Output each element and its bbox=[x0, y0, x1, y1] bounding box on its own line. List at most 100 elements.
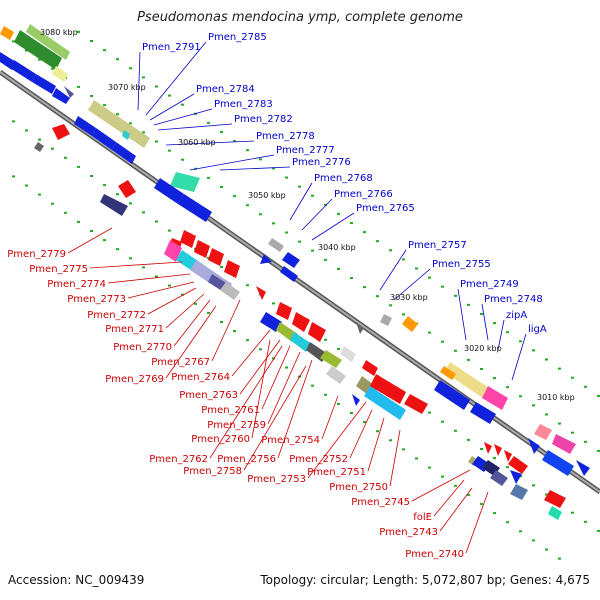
small-feature bbox=[548, 506, 562, 520]
tick-dot bbox=[467, 358, 470, 361]
leader-line bbox=[149, 93, 195, 121]
tick-dot bbox=[25, 49, 28, 52]
leader-line bbox=[165, 305, 217, 379]
small-feature bbox=[356, 322, 364, 334]
forward-gene-label: Pmen_2743 bbox=[379, 527, 438, 538]
tick-dot bbox=[259, 158, 262, 161]
leader-line bbox=[321, 395, 339, 440]
cds-feature-orange bbox=[0, 26, 14, 40]
tick-dot bbox=[493, 377, 496, 380]
tick-dot bbox=[155, 220, 158, 223]
tick-dot bbox=[103, 184, 106, 187]
tick-dot bbox=[272, 222, 275, 225]
tick-dot bbox=[350, 277, 353, 279]
leader-line bbox=[389, 429, 401, 487]
tick-dot bbox=[129, 202, 132, 205]
tick-dot bbox=[233, 330, 236, 333]
tick-dot bbox=[584, 385, 587, 388]
tick-dot bbox=[337, 267, 340, 270]
small-feature bbox=[164, 240, 182, 262]
tick-dot bbox=[207, 121, 210, 124]
tick-dot bbox=[38, 58, 41, 61]
tick-dot bbox=[532, 349, 535, 352]
tick-dot bbox=[597, 529, 600, 532]
small-feature bbox=[534, 424, 552, 440]
tick-dot bbox=[90, 95, 93, 97]
tick-dot bbox=[233, 140, 236, 143]
reverse-gene-label: ligA bbox=[528, 324, 547, 335]
tick-dot bbox=[259, 348, 262, 351]
reverse-gene bbox=[352, 394, 360, 406]
tick-dot bbox=[90, 40, 93, 42]
tick-dot bbox=[545, 548, 548, 551]
reverse-gene bbox=[542, 450, 574, 476]
tick-dot bbox=[168, 94, 171, 97]
tick-dot bbox=[12, 40, 15, 43]
forward-gene-label: Pmen_2752 bbox=[289, 454, 348, 465]
tick-dot bbox=[428, 466, 431, 469]
reverse-gene-label: Pmen_2783 bbox=[214, 99, 273, 110]
tick-dot bbox=[558, 422, 561, 425]
cds-feature-yellow bbox=[52, 66, 68, 82]
tick-dot bbox=[493, 322, 496, 325]
tick-dot bbox=[493, 457, 496, 460]
tick-label: 3050 kbp bbox=[248, 191, 286, 200]
leader-line bbox=[153, 108, 213, 126]
forward-gene-label: Pmen_2758 bbox=[183, 466, 242, 477]
reverse-gene bbox=[92, 128, 116, 150]
tick-dot bbox=[402, 313, 405, 316]
forward-gene-label: Pmen_2769 bbox=[105, 374, 164, 385]
reverse-gene bbox=[528, 438, 540, 454]
tick-dot bbox=[272, 357, 275, 360]
map-title: Pseudomonas mendocina ymp, complete geno… bbox=[137, 10, 463, 25]
forward-gene bbox=[484, 442, 492, 454]
tick-dot bbox=[77, 220, 80, 223]
tick-label: 3070 kbp bbox=[108, 83, 146, 92]
cds-feature-skyblue bbox=[364, 386, 406, 420]
forward-gene bbox=[504, 450, 512, 462]
tick-dot bbox=[597, 394, 600, 397]
tick-dot bbox=[428, 331, 431, 334]
tick-dot bbox=[454, 294, 457, 297]
tick-dot bbox=[103, 239, 106, 242]
tick-dot bbox=[415, 457, 418, 460]
tick-dot bbox=[207, 311, 210, 314]
tick-dot bbox=[376, 430, 379, 433]
tick-dot bbox=[350, 412, 353, 414]
tick-dot bbox=[311, 249, 314, 252]
reverse-gene-label: Pmen_2782 bbox=[234, 114, 293, 125]
tick-dot bbox=[519, 340, 522, 343]
reverse-gene-label: Pmen_2766 bbox=[334, 189, 393, 200]
leader-line bbox=[457, 288, 467, 341]
cds-feature-yellow bbox=[444, 362, 492, 400]
leader-line bbox=[433, 479, 465, 517]
leader-line bbox=[307, 401, 367, 479]
tick-dot bbox=[233, 195, 236, 198]
leader-line bbox=[267, 351, 301, 425]
forward-gene-label: Pmen_2771 bbox=[105, 324, 164, 335]
small-feature bbox=[326, 366, 346, 384]
tick-dot bbox=[454, 429, 457, 432]
leader-line bbox=[301, 198, 333, 231]
tick-dot bbox=[38, 138, 41, 141]
small-feature bbox=[490, 470, 508, 486]
tick-dot bbox=[363, 231, 366, 234]
small-feature bbox=[220, 282, 240, 300]
reverse-gene-label: Pmen_2757 bbox=[408, 240, 467, 251]
tick-dot bbox=[571, 431, 574, 434]
tick-dot bbox=[168, 149, 171, 152]
forward-gene bbox=[180, 230, 196, 248]
tick-dot bbox=[129, 257, 132, 260]
small-feature bbox=[552, 434, 576, 454]
reverse-gene bbox=[154, 178, 184, 204]
reverse-gene bbox=[282, 252, 300, 268]
tick-dot bbox=[467, 493, 470, 496]
reverse-gene bbox=[576, 460, 590, 476]
leader-line bbox=[349, 409, 373, 459]
reverse-gene-label: zipA bbox=[506, 310, 527, 321]
tick-dot bbox=[64, 156, 67, 159]
leader-line bbox=[411, 469, 471, 502]
tick-dot bbox=[454, 349, 457, 352]
forward-gene-label: Pmen_2756 bbox=[217, 454, 276, 465]
